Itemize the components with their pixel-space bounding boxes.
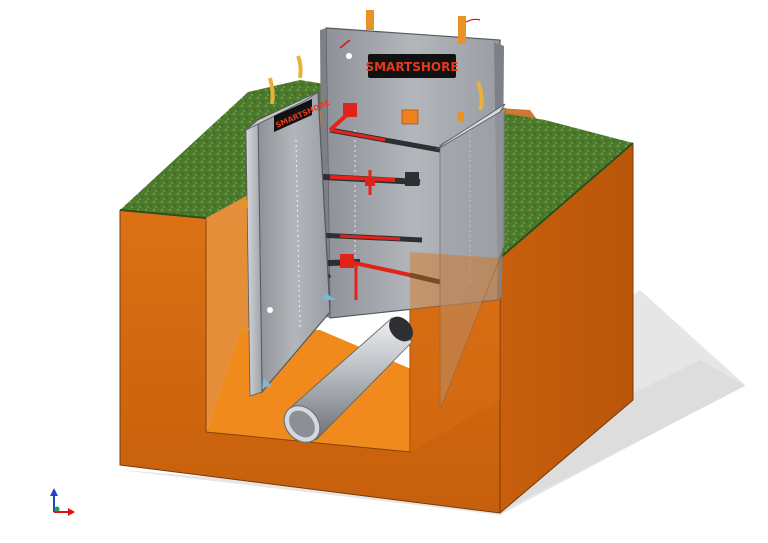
corner-brace-2	[262, 378, 272, 388]
soil-front-left	[120, 210, 500, 513]
lifting-strap-left-b	[296, 55, 303, 79]
smartshore-label-large: SMARTSHORE	[365, 60, 458, 74]
left-shoring-panel: SMARTSHORE	[245, 91, 331, 397]
axis-triad-icon	[50, 488, 75, 516]
panel-marker-dot	[346, 53, 352, 59]
ground-shadow-right	[500, 360, 745, 512]
smartshore-sign-large	[368, 54, 456, 78]
smartshore-sign-small	[274, 99, 312, 132]
lifting-strap-left-a	[268, 77, 275, 105]
left-panel-bolt	[267, 307, 273, 313]
warning-plate	[401, 109, 419, 125]
strut-pad-upper-right	[405, 172, 419, 186]
utility-pipe	[283, 316, 413, 443]
lifting-strap-right	[458, 81, 484, 122]
panel-arrow-mark	[339, 39, 351, 49]
soil-front-overlay	[410, 252, 500, 452]
grass-edge-left	[119, 209, 207, 219]
lifting-strap-back-right	[458, 16, 481, 44]
corner-brace-1	[324, 292, 336, 300]
panel-clip-1	[241, 200, 248, 208]
panel-clip-2	[241, 326, 248, 334]
grass-edge-right	[499, 142, 634, 259]
lifting-strap-back-left	[366, 10, 374, 30]
soil-right-face	[500, 143, 633, 513]
strut-pad-lower	[340, 254, 354, 268]
right-shoring-panel	[435, 103, 506, 411]
